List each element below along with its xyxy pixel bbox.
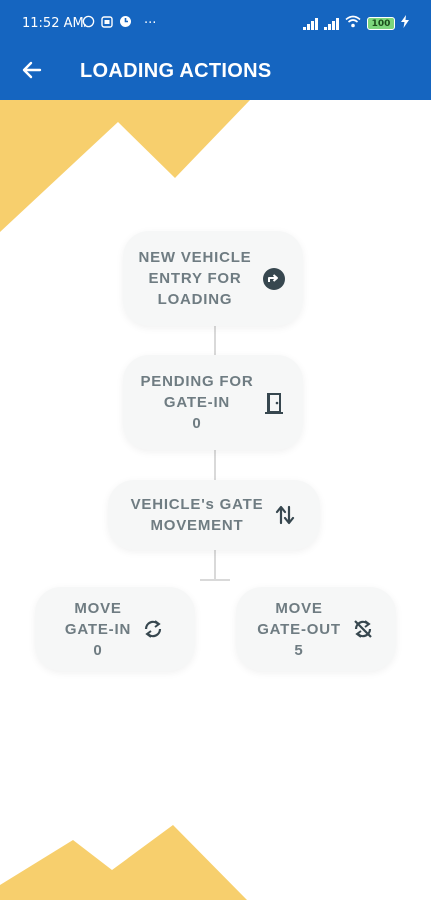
move-gate-out-button[interactable]: MOVE GATE-OUT 5 xyxy=(236,587,396,671)
whatsapp-icon xyxy=(82,15,95,32)
new-entry-line3: LOADING xyxy=(157,291,233,308)
gate-movement-line2: MOVEMENT xyxy=(150,517,244,534)
signal-icon xyxy=(303,17,318,30)
gate-movement-button[interactable]: VEHICLE's GATE MOVEMENT xyxy=(108,480,320,550)
move-gate-out-line1: MOVE xyxy=(275,599,323,617)
new-entry-line2: ENTRY FOR xyxy=(148,270,242,287)
swap-vertical-icon xyxy=(273,503,297,527)
connector-line xyxy=(214,450,216,480)
charging-icon xyxy=(401,15,409,32)
new-entry-line1: NEW VEHICLE xyxy=(138,249,252,266)
pending-line2: GATE-IN xyxy=(163,394,231,411)
sync-disabled-icon xyxy=(351,617,375,641)
gate-movement-line1: VEHICLE's GATE xyxy=(130,496,264,513)
pending-line1: PENDING FOR xyxy=(140,373,254,390)
app-icon xyxy=(119,15,132,32)
signal-icon-2 xyxy=(324,17,339,30)
connector-line xyxy=(214,325,216,355)
pending-count: 0 xyxy=(192,415,202,432)
move-gate-in-line2: GATE-IN xyxy=(64,620,132,638)
more-notifications: ··· xyxy=(144,16,157,31)
move-gate-in-line1: MOVE xyxy=(74,599,122,617)
connector-line xyxy=(214,550,216,580)
new-vehicle-entry-button[interactable]: NEW VEHICLE ENTRY FOR LOADING xyxy=(123,231,303,326)
status-time: 11:52 AM xyxy=(22,16,84,31)
top-decoration xyxy=(0,100,250,232)
sim-icon xyxy=(101,15,113,32)
wifi-icon xyxy=(345,15,361,32)
move-gate-in-count: 0 xyxy=(93,641,103,659)
bottom-decoration xyxy=(0,825,247,900)
pending-gate-in-button[interactable]: PENDING FOR GATE-IN 0 xyxy=(123,355,303,450)
back-button[interactable] xyxy=(14,54,50,90)
move-gate-out-count: 5 xyxy=(294,641,304,659)
connector-line xyxy=(200,579,230,581)
app-bar: LOADING ACTIONS xyxy=(0,46,431,100)
sync-icon xyxy=(141,617,165,641)
move-gate-in-button[interactable]: MOVE GATE-IN 0 xyxy=(35,587,195,671)
door-icon xyxy=(263,391,285,415)
page-title: LOADING ACTIONS xyxy=(80,60,272,82)
arrow-left-icon xyxy=(22,60,42,85)
battery-icon: 100 xyxy=(367,17,395,30)
directions-icon xyxy=(261,266,287,292)
move-gate-out-line2: GATE-OUT xyxy=(257,620,341,638)
status-bar: 11:52 AM ··· 100 xyxy=(0,0,431,46)
